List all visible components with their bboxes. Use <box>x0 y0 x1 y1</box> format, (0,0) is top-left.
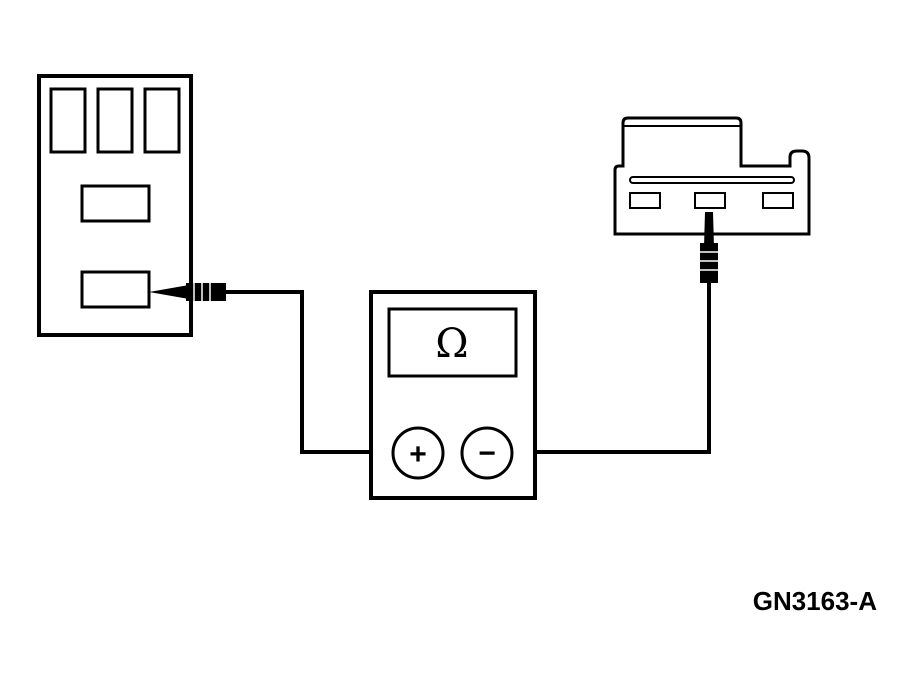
module-slot-1 <box>49 87 87 154</box>
right-probe-body <box>700 243 718 283</box>
meter-display <box>387 307 518 378</box>
negative-terminal <box>460 426 514 480</box>
connector-latch-slot <box>629 176 795 184</box>
positive-terminal-label: + <box>409 438 427 471</box>
ohmmeter: Ω + − <box>369 290 537 500</box>
negative-terminal-label: − <box>478 437 496 470</box>
positive-test-lead <box>226 290 394 454</box>
figure-id: GN3163-A <box>753 586 877 616</box>
left-probe-tip <box>149 285 189 299</box>
connector-pin-1 <box>629 192 661 209</box>
electronic-module <box>37 74 193 337</box>
negative-test-lead <box>514 280 711 454</box>
module-label-plate <box>80 184 151 223</box>
component-connector <box>613 116 811 236</box>
module-connector <box>80 270 151 309</box>
positive-terminal <box>391 426 445 480</box>
connector-pin-3 <box>762 192 794 209</box>
left-probe-body <box>186 283 226 301</box>
right-probe-tip <box>704 212 714 247</box>
left-test-probe <box>149 283 226 301</box>
right-test-probe <box>700 212 718 283</box>
module-slot-2 <box>96 87 134 154</box>
module-body <box>37 74 193 337</box>
ohm-symbol: Ω <box>435 321 468 367</box>
connector-pin-2 <box>694 192 726 209</box>
module-slot-3 <box>143 87 181 154</box>
